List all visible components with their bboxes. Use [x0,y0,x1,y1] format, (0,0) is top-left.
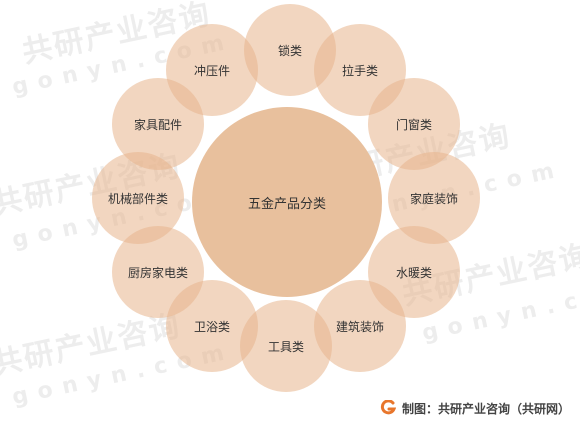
category-label: 锁类 [277,43,302,58]
category-label: 厨房家电类 [127,265,188,280]
category-label: 拉手类 [341,63,378,78]
category-node-machine-parts: 机械部件类 [92,152,184,244]
gonyn-logo-icon [380,399,397,416]
category-node-furniture-parts: 家具配件 [112,78,204,170]
source-text: 制图：共研产业咨询（共研网） [401,401,570,416]
center-node: 五金产品分类 [192,107,382,297]
category-label: 工具类 [267,339,304,354]
category-node-stamping: 冲压件 [166,24,258,116]
center-label: 五金产品分类 [247,196,326,212]
source-footer: 制图：共研产业咨询（共研网） [380,398,570,418]
category-label: 水暖类 [395,265,432,280]
category-label: 冲压件 [193,63,230,78]
category-label: 机械部件类 [107,191,168,206]
category-label: 卫浴类 [193,319,230,334]
category-label: 建筑装饰 [335,319,384,334]
category-label: 家庭装饰 [409,191,458,206]
category-label: 门窗类 [395,117,432,132]
category-label: 家具配件 [133,117,182,132]
